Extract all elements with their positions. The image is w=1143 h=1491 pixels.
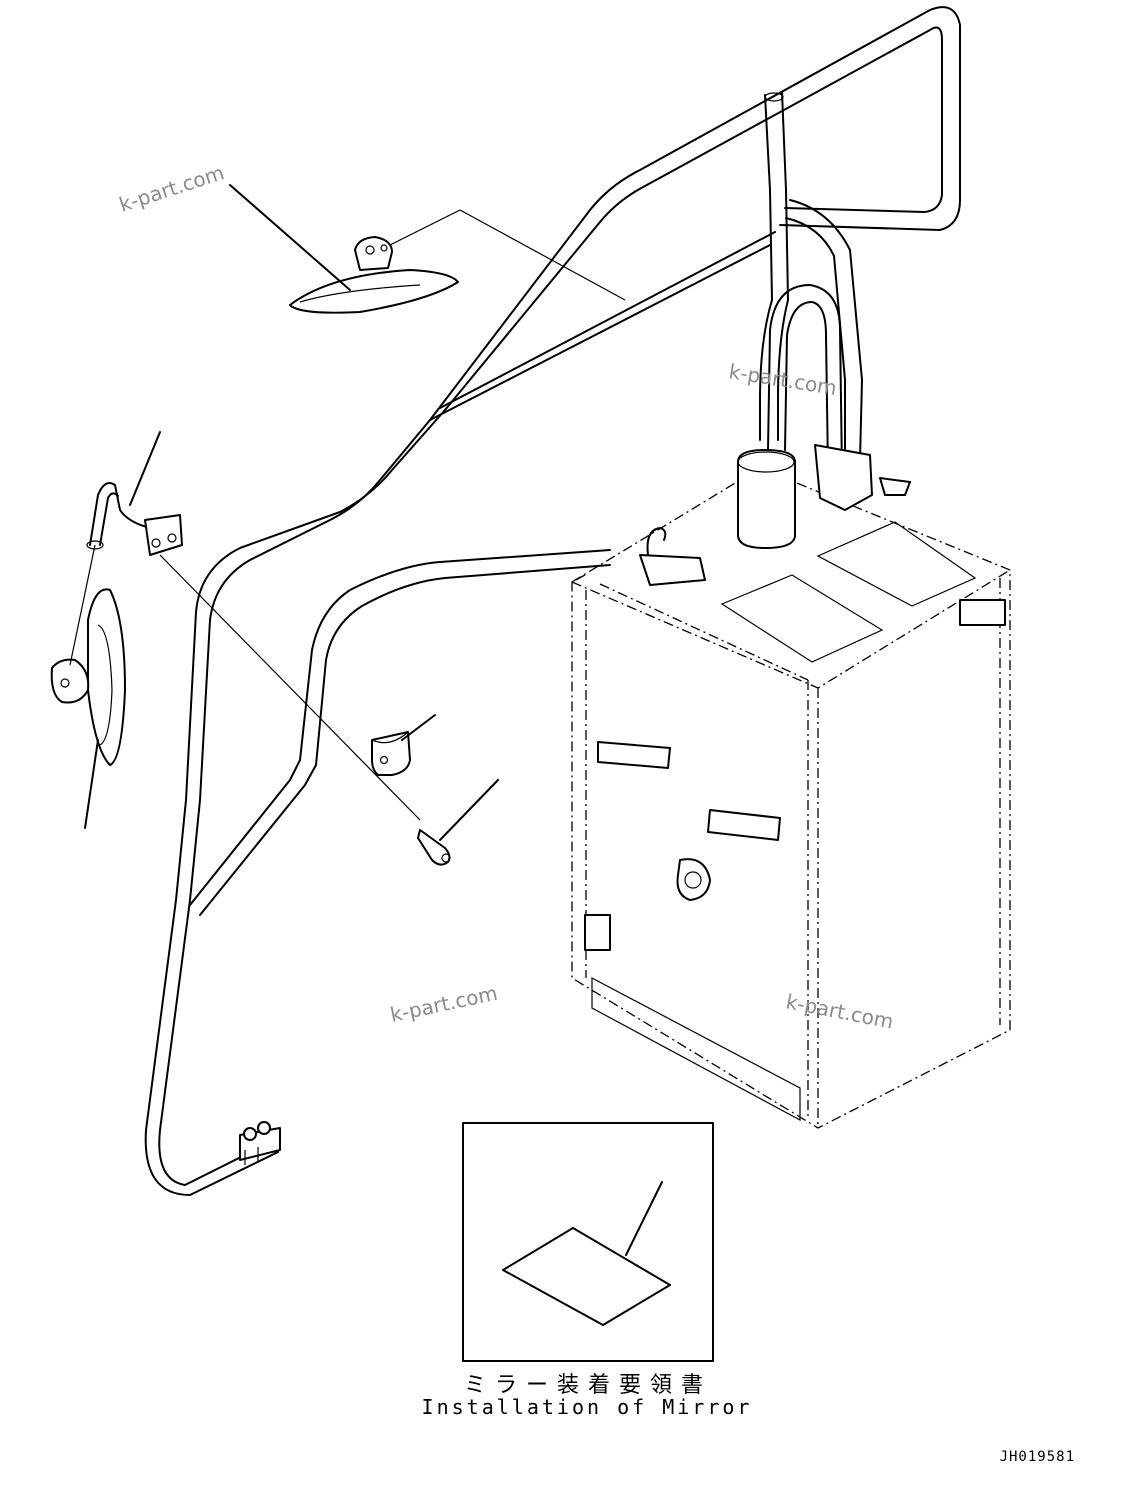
manual-sheet-icon — [502, 1227, 671, 1326]
watermark-2: k-part.com — [727, 359, 838, 400]
inset-caption-jp: ミラー装着要領書 — [464, 1373, 712, 1398]
watermarks: k-part.com k-part.com k-part.com k-part.… — [116, 160, 895, 1033]
handrail-frame — [144, 6, 961, 1196]
watermark-1: k-part.com — [116, 160, 227, 216]
mirror-left — [50, 544, 126, 829]
clamp-and-bolt — [371, 714, 499, 866]
tank-body — [571, 444, 1011, 1129]
watermark-4: k-part.com — [784, 989, 895, 1033]
inset-caption-en: Installation of Mirror — [422, 1395, 753, 1419]
inset-manual: ミラー装着要領書 Installation of Mirror — [422, 1122, 753, 1419]
mirror-stay — [86, 431, 421, 821]
watermark-3: k-part.com — [388, 981, 500, 1027]
mirror-top — [229, 184, 626, 314]
drawing-code: JH019581 — [1000, 1449, 1075, 1465]
